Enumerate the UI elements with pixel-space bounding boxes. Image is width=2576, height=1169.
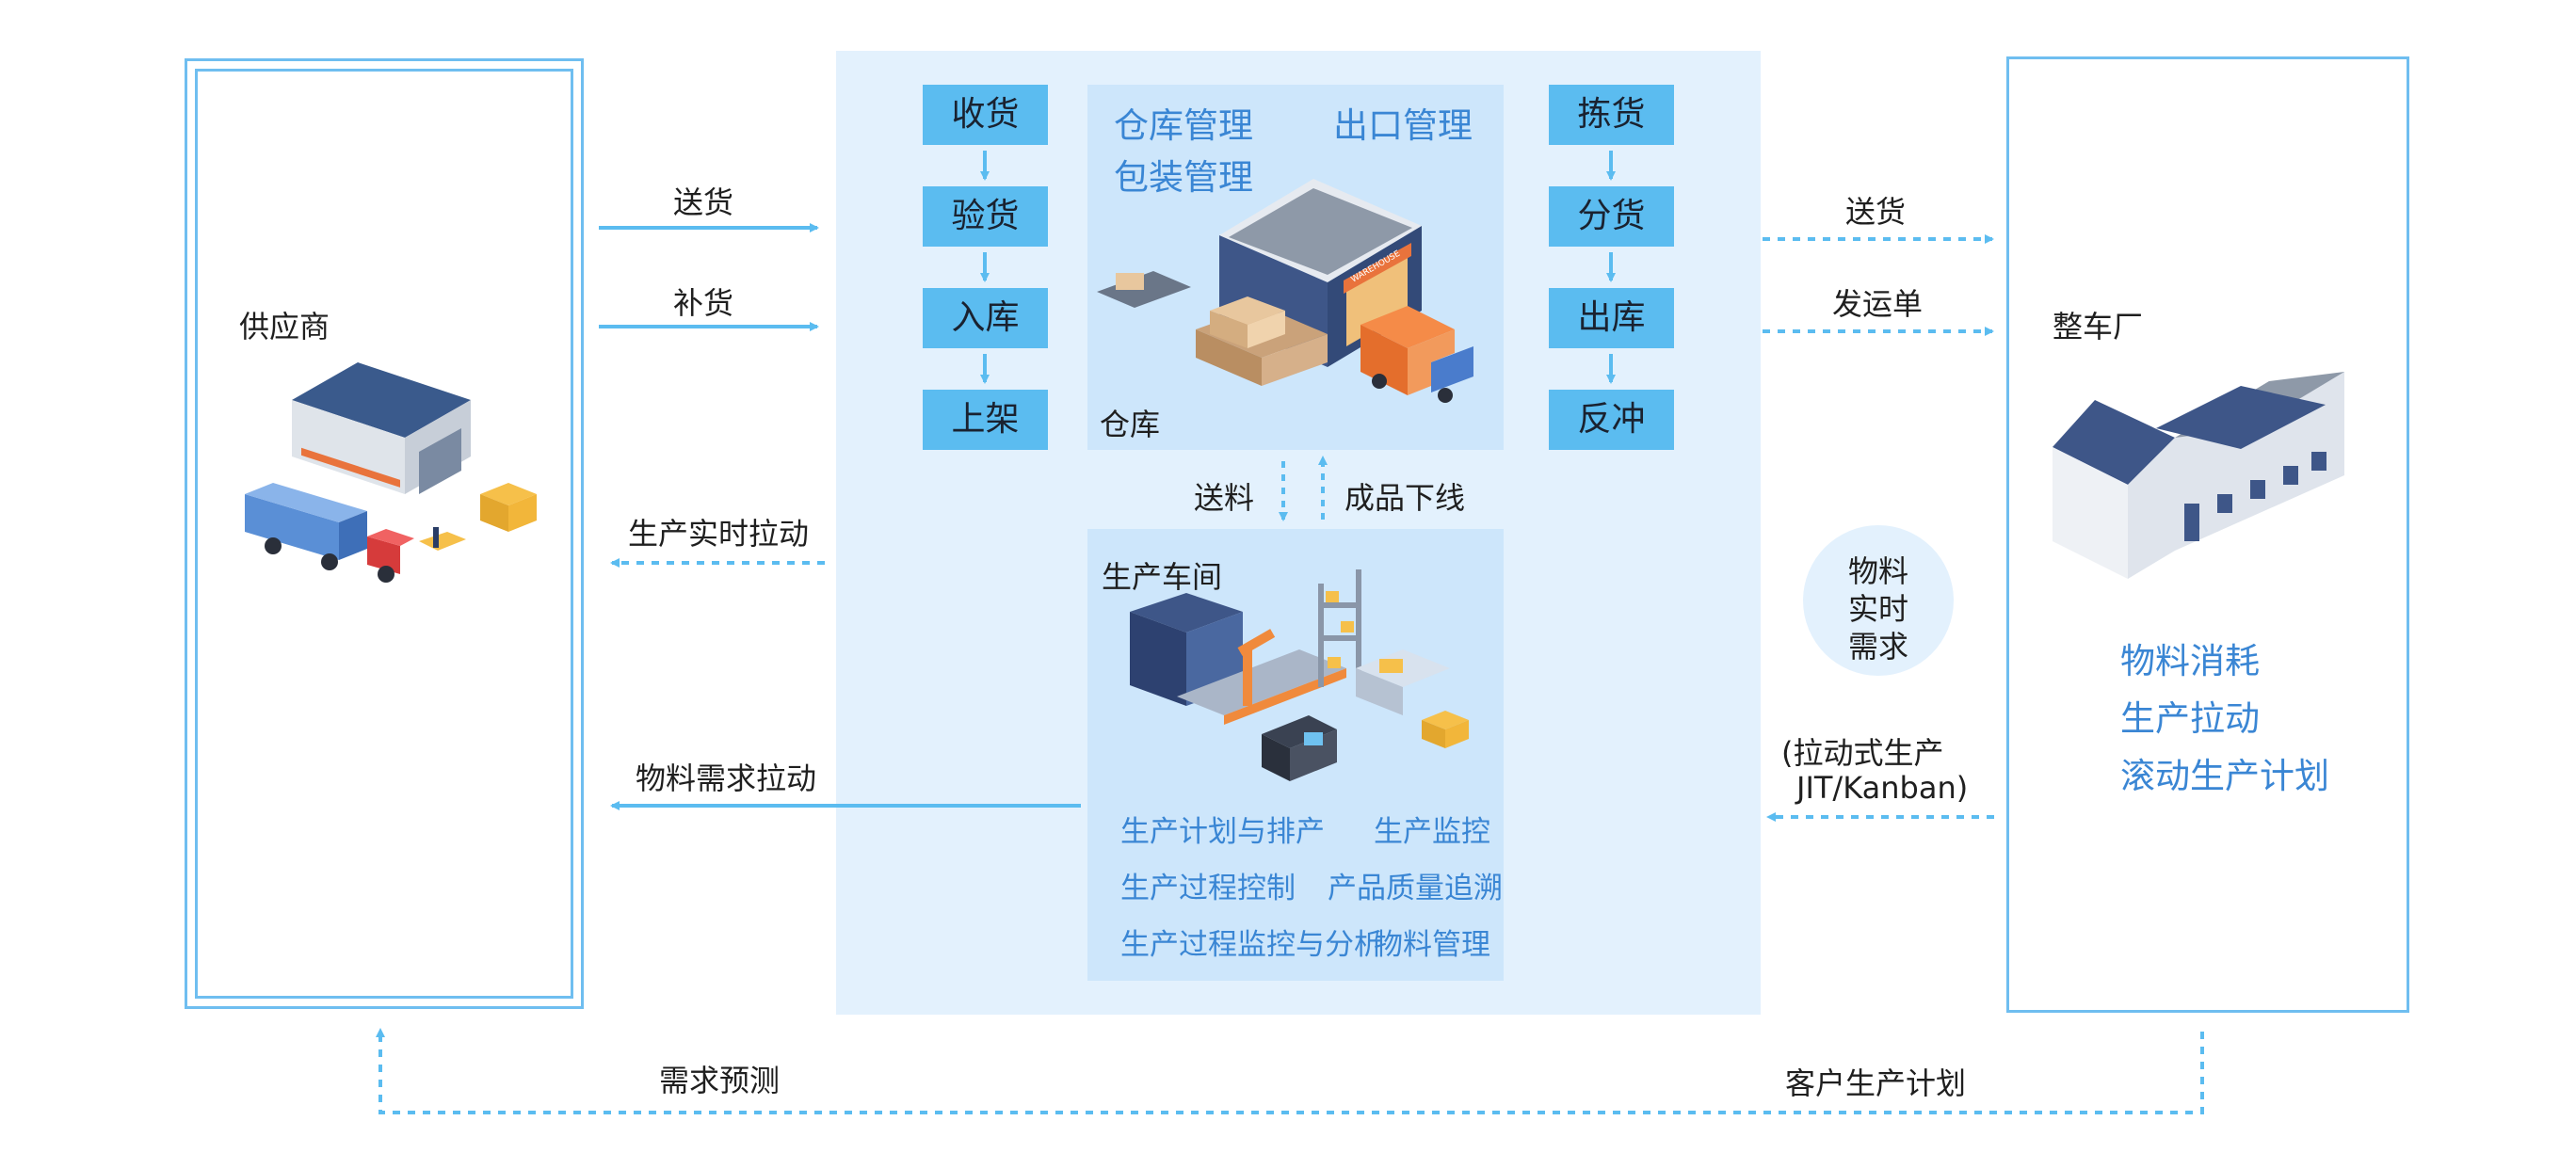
- workshop-illustration: [1130, 569, 1469, 781]
- workshop-title: 生产车间: [1102, 559, 1223, 595]
- flow-label-pull-production: (拉动式生产: [1781, 735, 1944, 771]
- flow-label-finished-offline: 成品下线: [1344, 480, 1466, 516]
- warehouse-label: 仓库: [1100, 407, 1161, 442]
- flow-label-replenish: 补货: [673, 285, 734, 321]
- step-inspect: 验货: [923, 186, 1048, 247]
- supplier-title: 供应商: [239, 309, 330, 344]
- flow-label-deliver-right: 送货: [1845, 194, 1907, 230]
- material-demand-circle: [1803, 525, 1954, 676]
- step-storage-out: 出库: [1549, 288, 1674, 348]
- flow-label-demand-forecast: 需求预测: [659, 1063, 781, 1098]
- flow-label-waybill: 发运单: [1832, 286, 1924, 322]
- arrow-demand-forecast-loop: [376, 1028, 2204, 1114]
- material-demand-line2: 实时: [1848, 591, 1909, 627]
- supplier-frame: [185, 58, 584, 1009]
- step-picking: 拣货: [1549, 85, 1674, 145]
- step-shelving: 上架: [923, 390, 1048, 450]
- workshop-function-quality-trace: 产品质量追溯: [1328, 872, 1503, 905]
- flow-label-customer-plan: 客户生产计划: [1785, 1065, 1967, 1101]
- warehouse-function-management: 仓库管理: [1114, 105, 1253, 146]
- step-storage-in: 入库: [923, 288, 1048, 348]
- material-demand-line1: 物料: [1848, 553, 1909, 589]
- material-demand-line3: 需求: [1848, 629, 1909, 665]
- supplier-warehouse-illustration: [245, 362, 537, 583]
- oem-title: 整车厂: [2053, 309, 2144, 344]
- workshop-function-monitoring: 生产监控: [1374, 815, 1490, 849]
- warehouse-illustration: WAREHOUSE: [1097, 179, 1473, 403]
- workshop-function-process-control: 生产过程控制: [1120, 872, 1296, 905]
- step-receive: 收货: [923, 85, 1048, 145]
- oem-factory-illustration: [2053, 372, 2344, 579]
- flow-label-feed: 送料: [1194, 480, 1255, 516]
- flow-label-material-pull: 物料需求拉动: [636, 761, 817, 796]
- flow-label-jit-kanban: JIT/Kanban): [1796, 770, 1969, 806]
- oem-item-consumption: 物料消耗: [2120, 641, 2260, 681]
- warehouse-function-packaging: 包装管理: [1114, 157, 1253, 198]
- workshop-function-material: 物料管理: [1374, 928, 1490, 962]
- workshop-function-planning: 生产计划与排产: [1120, 815, 1325, 849]
- flow-label-realtime-pull: 生产实时拉动: [628, 516, 810, 552]
- flow-label-deliver-left: 送货: [673, 184, 734, 220]
- step-sorting: 分货: [1549, 186, 1674, 247]
- oem-item-rolling-plan: 滚动生产计划: [2120, 756, 2329, 796]
- workshop-function-process-analysis: 生产过程监控与分析: [1120, 928, 1383, 962]
- step-backflush: 反冲: [1549, 390, 1674, 450]
- oem-item-pull: 生产拉动: [2120, 698, 2260, 739]
- oem-frame: [2006, 56, 2409, 1013]
- warehouse-function-export: 出口管理: [1333, 105, 1473, 146]
